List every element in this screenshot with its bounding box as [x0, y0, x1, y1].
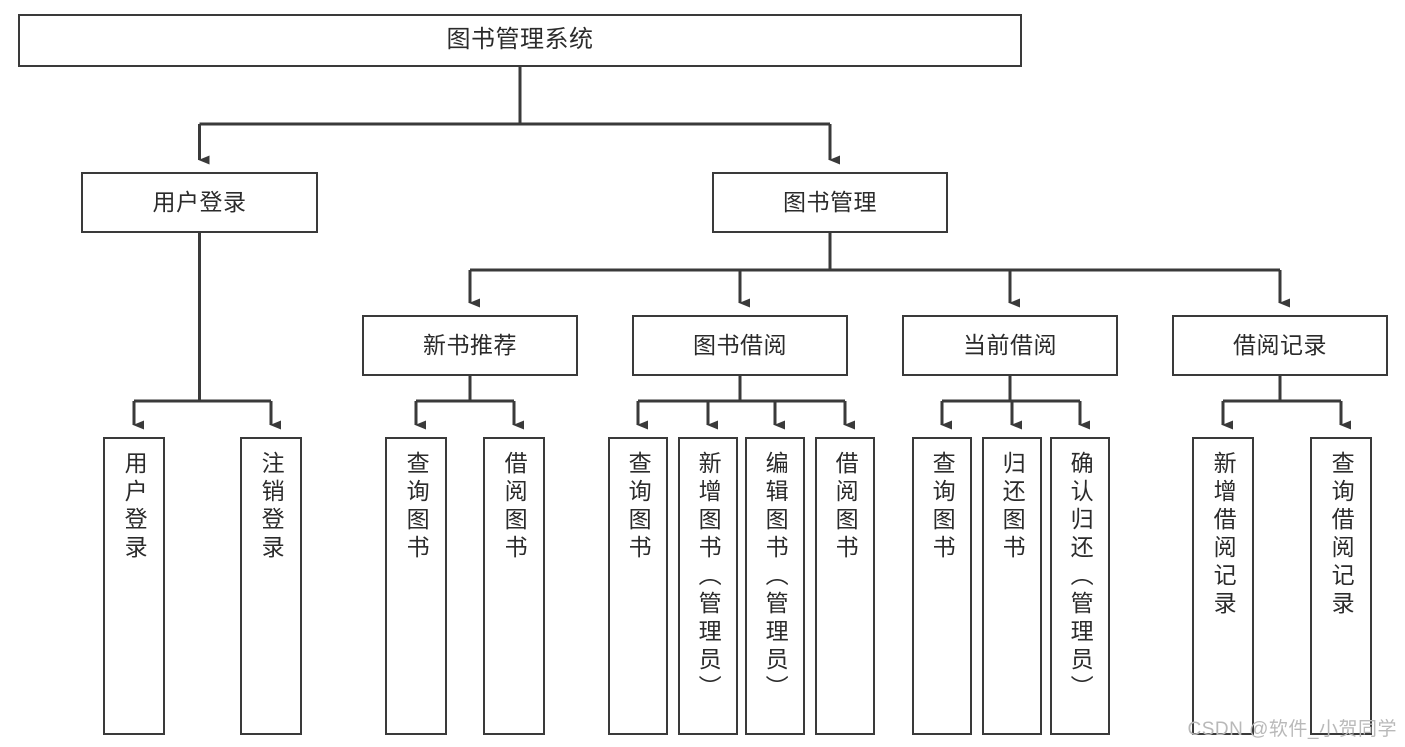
leaf-confirm-return-admin[interactable]: 确认归还（管理员） — [1050, 437, 1110, 735]
leaf-borrow-books[interactable]: 借阅图书 — [815, 437, 875, 735]
leaf-edit-book-admin[interactable]: 编辑图书（管理员） — [745, 437, 805, 735]
leaf-label: 新增图书（管理员） — [695, 451, 722, 703]
node-user-login[interactable]: 用户登录 — [81, 172, 318, 233]
leaf-label: 借阅图书 — [832, 451, 859, 563]
leaf-label: 查询图书 — [625, 451, 652, 563]
leaf-query-books-borrow[interactable]: 查询图书 — [608, 437, 668, 735]
node-borrow-records[interactable]: 借阅记录 — [1172, 315, 1388, 376]
leaf-user-login[interactable]: 用户登录 — [103, 437, 165, 735]
leaf-label: 注销登录 — [258, 451, 285, 563]
leaf-return-books[interactable]: 归还图书 — [982, 437, 1042, 735]
leaf-label: 编辑图书（管理员） — [762, 451, 789, 703]
leaf-add-borrow-record[interactable]: 新增借阅记录 — [1192, 437, 1254, 735]
leaf-label: 用户登录 — [121, 451, 148, 563]
node-root-system[interactable]: 图书管理系统 — [18, 14, 1022, 67]
leaf-label: 确认归还（管理员） — [1067, 451, 1094, 703]
leaf-query-books-recommend[interactable]: 查询图书 — [385, 437, 447, 735]
node-book-management[interactable]: 图书管理 — [712, 172, 948, 233]
leaf-label: 新增借阅记录 — [1210, 451, 1237, 619]
leaf-query-borrow-record[interactable]: 查询借阅记录 — [1310, 437, 1372, 735]
node-book-borrow[interactable]: 图书借阅 — [632, 315, 848, 376]
leaf-label: 查询图书 — [403, 451, 430, 563]
leaf-label: 归还图书 — [999, 451, 1026, 563]
leaf-user-logout[interactable]: 注销登录 — [240, 437, 302, 735]
node-current-borrow[interactable]: 当前借阅 — [902, 315, 1118, 376]
leaf-label: 借阅图书 — [501, 451, 528, 563]
leaf-borrow-books-recommend[interactable]: 借阅图书 — [483, 437, 545, 735]
leaf-label: 查询图书 — [929, 451, 956, 563]
node-new-book-recommend[interactable]: 新书推荐 — [362, 315, 578, 376]
leaf-add-book-admin[interactable]: 新增图书（管理员） — [678, 437, 738, 735]
leaf-label: 查询借阅记录 — [1328, 451, 1355, 619]
leaf-query-books-current[interactable]: 查询图书 — [912, 437, 972, 735]
watermark: CSDN @软件_小贺同学 — [1187, 719, 1397, 740]
